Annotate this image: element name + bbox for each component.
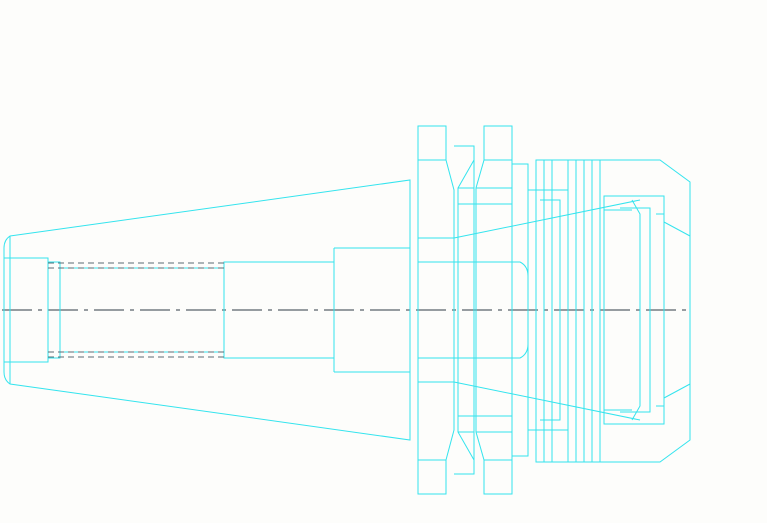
v-groove bbox=[454, 125, 513, 495]
collet-body bbox=[512, 159, 691, 463]
